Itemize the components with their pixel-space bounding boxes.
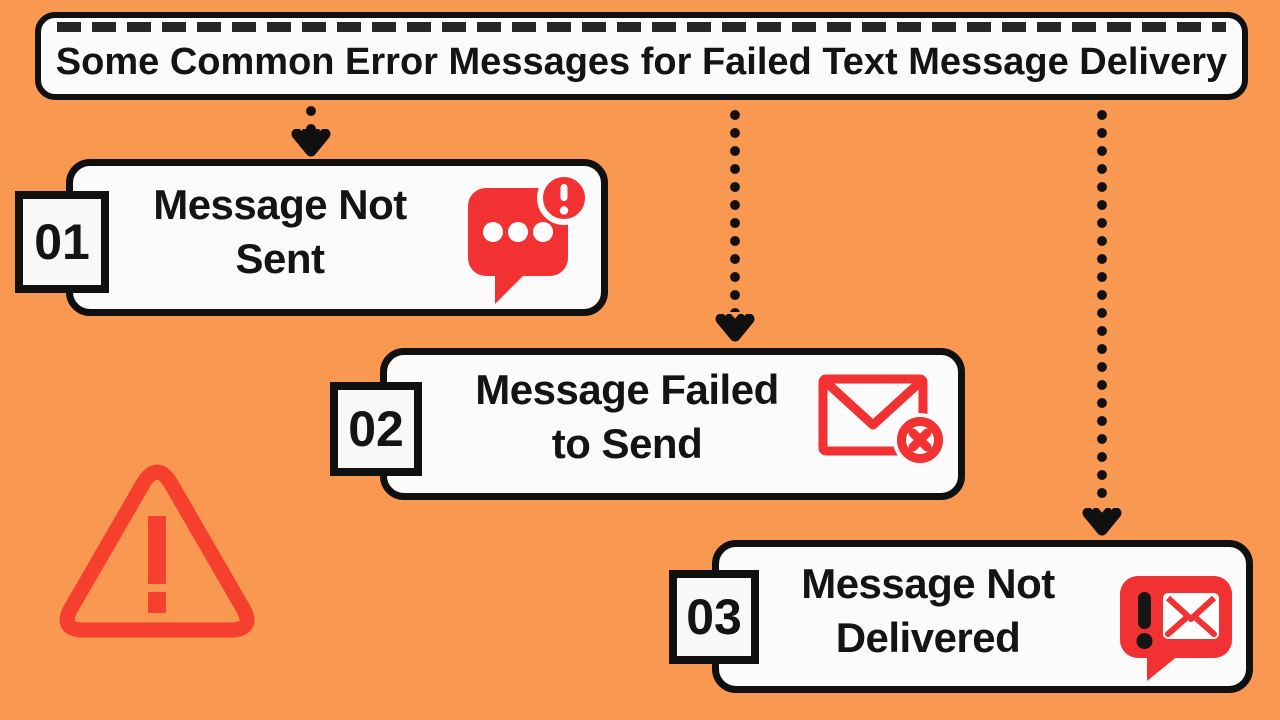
step-card-01: Message Not Sent	[66, 159, 608, 316]
arrow-dots	[1096, 106, 1108, 506]
step-label: Message Not Delivered	[743, 557, 1113, 665]
step-label-line2: Sent	[235, 235, 325, 282]
arrow-dots	[729, 106, 741, 312]
arrow-head-icon	[1082, 508, 1122, 536]
arrow-head-icon	[291, 129, 331, 157]
warning-triangle-icon	[59, 464, 255, 638]
step-label: Message Not Sent	[87, 178, 473, 286]
step-label-line1: Message Not	[153, 181, 407, 228]
step-number-text: 03	[686, 589, 742, 645]
step-card-03: Message Not Delivered	[712, 540, 1253, 693]
chat-alert-icon	[468, 172, 591, 304]
step-number-text: 01	[34, 214, 90, 270]
arrow-head-icon	[715, 314, 755, 342]
page-title: Some Common Error Messages for Failed Te…	[55, 40, 1228, 83]
message-undelivered-icon	[1120, 576, 1232, 681]
mail-error-icon	[818, 374, 947, 467]
step-label-line1: Message Failed	[475, 366, 779, 413]
step-label-line2: Delivered	[835, 614, 1021, 661]
step-number-text: 02	[348, 401, 404, 457]
dashed-strip	[57, 22, 1226, 32]
step-label-line1: Message Not	[801, 560, 1055, 607]
title-box: Some Common Error Messages for Failed Te…	[35, 12, 1248, 100]
step-number-01: 01	[15, 191, 109, 293]
step-number-02: 02	[330, 382, 422, 476]
step-label-line2: to Send	[551, 420, 703, 467]
step-label: Message Failed to Send	[427, 363, 827, 471]
step-number-03: 03	[669, 570, 759, 664]
step-card-02: Message Failed to Send	[380, 348, 965, 500]
